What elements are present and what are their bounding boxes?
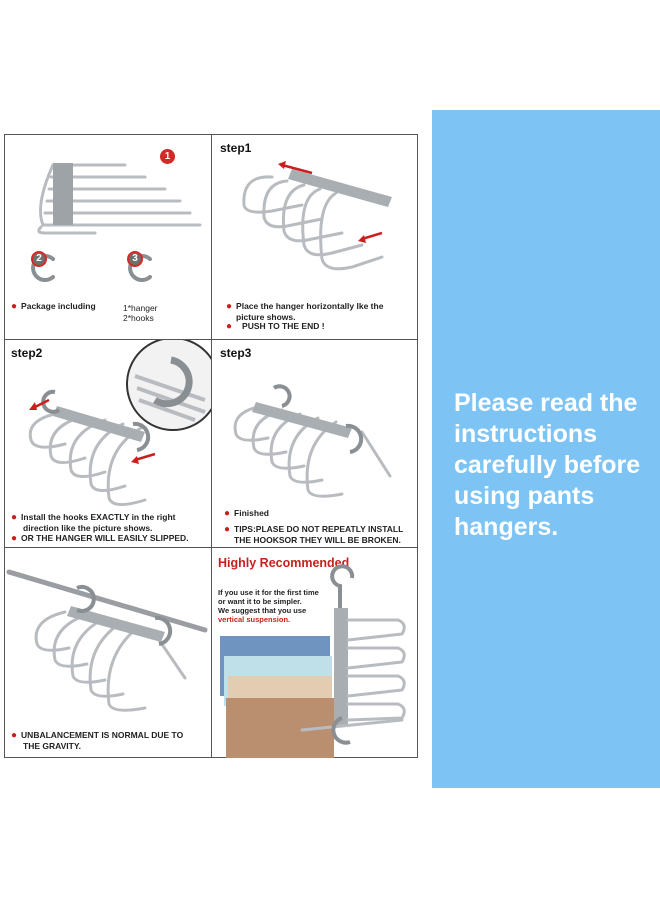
step2-note2: ●OR THE HANGER WILL EASILY SLIPPED. bbox=[11, 533, 189, 544]
arrow-right-icon bbox=[361, 231, 383, 241]
hanger-bar bbox=[53, 163, 73, 225]
vertical-suspension-image bbox=[220, 564, 406, 758]
grid-divider-vertical bbox=[211, 135, 212, 757]
hanging-note: ●UNBALANCEMENT IS NORMAL DUE TO THE GRAV… bbox=[11, 730, 184, 751]
panel-message: Please read the instructions carefully b… bbox=[454, 389, 641, 541]
instruction-panel: Please read the instructions carefully b… bbox=[432, 110, 660, 788]
step3-note2: ●TIPS:PLASE DO NOT REPEATLY INSTALL THE … bbox=[224, 524, 404, 545]
recommended-text: If you use it for the first time or want… bbox=[218, 588, 319, 624]
cell-step3: step3 ●Finished ●TIPS:PLASE DO NOT REPEA… bbox=[212, 340, 419, 547]
arrow-left-icon bbox=[281, 163, 313, 175]
cell-step1: step1 ●Place the hanger horizontally lke… bbox=[212, 135, 419, 339]
cell-recommended: Highly Recommended If you use it for the… bbox=[212, 548, 419, 758]
hook-image-2 bbox=[128, 254, 152, 282]
hanging-image bbox=[6, 569, 208, 712]
step2-title: step2 bbox=[11, 346, 43, 360]
step2-image bbox=[28, 340, 211, 506]
clothes-rail bbox=[6, 569, 208, 633]
grid-divider-row1 bbox=[5, 339, 417, 340]
badge-2: 2 bbox=[31, 251, 47, 267]
step2-note1: ●Install the hooks EXACTLY in the right … bbox=[11, 512, 176, 533]
cell-step2: step2 ●Install the hooks EXACTLY i bbox=[5, 340, 211, 547]
step1-image bbox=[242, 161, 392, 271]
badge-1: 1 bbox=[160, 149, 175, 164]
step3-image bbox=[233, 384, 392, 498]
recommended-title: Highly Recommended bbox=[218, 556, 350, 570]
package-label: ●Package including bbox=[11, 301, 96, 312]
zoom-detail-circle bbox=[126, 340, 211, 431]
hook-top-icon bbox=[272, 384, 292, 408]
badge-3: 3 bbox=[127, 251, 143, 267]
step1-note1: ●Place the hanger horizontally lke the p… bbox=[226, 301, 384, 322]
hook-side-icon bbox=[345, 423, 364, 454]
top-hook-icon bbox=[330, 564, 355, 608]
hook-right-icon bbox=[132, 421, 151, 452]
step1-title: step1 bbox=[220, 141, 252, 155]
bottom-hook-icon bbox=[331, 716, 351, 745]
cell-package: 1 2 3 ●Package including 1*hanger 2*hook… bbox=[5, 135, 211, 339]
step1-note2: ●PUSH TO THE END ! bbox=[226, 321, 325, 332]
step3-note1: ●Finished bbox=[224, 508, 269, 519]
step3-title: step3 bbox=[220, 346, 252, 360]
grid-divider-row2 bbox=[5, 547, 417, 548]
package-contents: 1*hanger 2*hooks bbox=[123, 303, 158, 323]
cell-hanging: ●UNBALANCEMENT IS NORMAL DUE TO THE GRAV… bbox=[5, 548, 211, 758]
instruction-grid: 1 2 3 ●Package including 1*hanger 2*hook… bbox=[4, 134, 418, 758]
vertical-hanger-bar bbox=[334, 608, 348, 726]
